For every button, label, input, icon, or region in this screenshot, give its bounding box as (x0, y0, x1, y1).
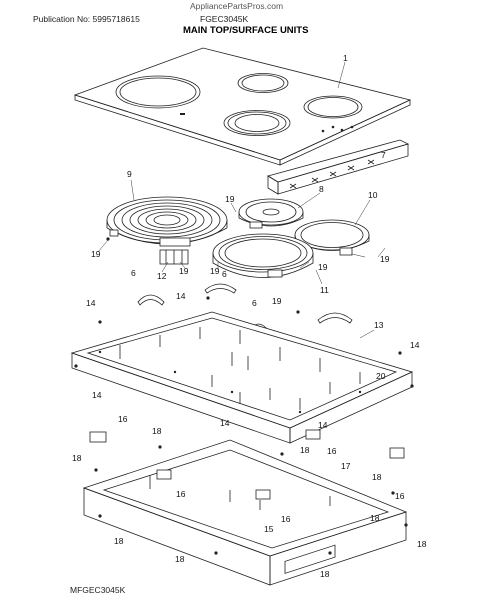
callout-9: 9 (127, 169, 132, 179)
callout-10: 10 (368, 190, 378, 200)
callout-18-d: 18 (372, 472, 382, 482)
callout-19-b: 19 (91, 249, 101, 259)
callout-16-c: 16 (176, 489, 186, 499)
callout-18-h: 18 (175, 554, 185, 564)
callout-14-d: 14 (92, 390, 102, 400)
large-coil-element (106, 196, 228, 247)
callout-18-c: 18 (72, 453, 82, 463)
callout-19-f: 19 (179, 266, 189, 276)
callout-12: 12 (157, 271, 167, 281)
site-watermark: AppliancePartsPros.com (190, 1, 284, 11)
bottom-burner-box (82, 439, 408, 586)
spring-clips (89, 429, 405, 500)
callout-15: 15 (264, 524, 274, 534)
callout-19-g: 19 (272, 296, 282, 306)
control-strip (266, 139, 410, 195)
dual-element-front (212, 233, 314, 278)
small-element (238, 198, 304, 229)
callout-6-b: 6 (222, 269, 227, 279)
callout-16-b: 16 (327, 446, 337, 456)
callout-6-a: 6 (131, 268, 136, 278)
callout-16-d: 16 (395, 491, 405, 501)
model-number: FGEC3045K (200, 14, 249, 24)
callout-14-c: 14 (410, 340, 420, 350)
callout-19-e: 19 (210, 266, 220, 276)
callout-19-a: 19 (225, 194, 235, 204)
callout-14-e: 14 (220, 418, 230, 428)
callout-20: 20 (376, 371, 386, 381)
leader-lines (97, 61, 386, 339)
callout-19-d: 19 (318, 262, 328, 272)
section-title: MAIN TOP/SURFACE UNITS (183, 25, 309, 36)
callout-8: 8 (319, 184, 324, 194)
publication-number: Publication No: 5995718615 (33, 14, 140, 24)
callout-18-g: 18 (417, 539, 427, 549)
callout-18-e: 18 (370, 513, 380, 523)
callout-6-c: 6 (252, 298, 257, 308)
screws (74, 237, 414, 555)
callout-18-b: 18 (300, 445, 310, 455)
callout-16-e: 16 (281, 514, 291, 524)
callout-18-a: 18 (152, 426, 162, 436)
callout-13: 13 (374, 320, 384, 330)
callout-7: 7 (381, 150, 386, 160)
callout-14-a: 14 (176, 291, 186, 301)
terminal-block (159, 249, 189, 265)
callout-1: 1 (343, 53, 348, 63)
glass-main-top (73, 47, 412, 166)
callout-18-i: 18 (320, 569, 330, 579)
callout-14-b: 14 (86, 298, 96, 308)
main-top-frame (70, 311, 414, 444)
callout-16-a: 16 (118, 414, 128, 424)
callout-11: 11 (320, 285, 329, 295)
callout-14-f: 14 (318, 420, 328, 430)
callout-19-c: 19 (380, 254, 390, 264)
callout-17: 17 (341, 461, 351, 471)
callout-18-f: 18 (114, 536, 124, 546)
diagram-code: MFGEC3045K (70, 585, 126, 595)
